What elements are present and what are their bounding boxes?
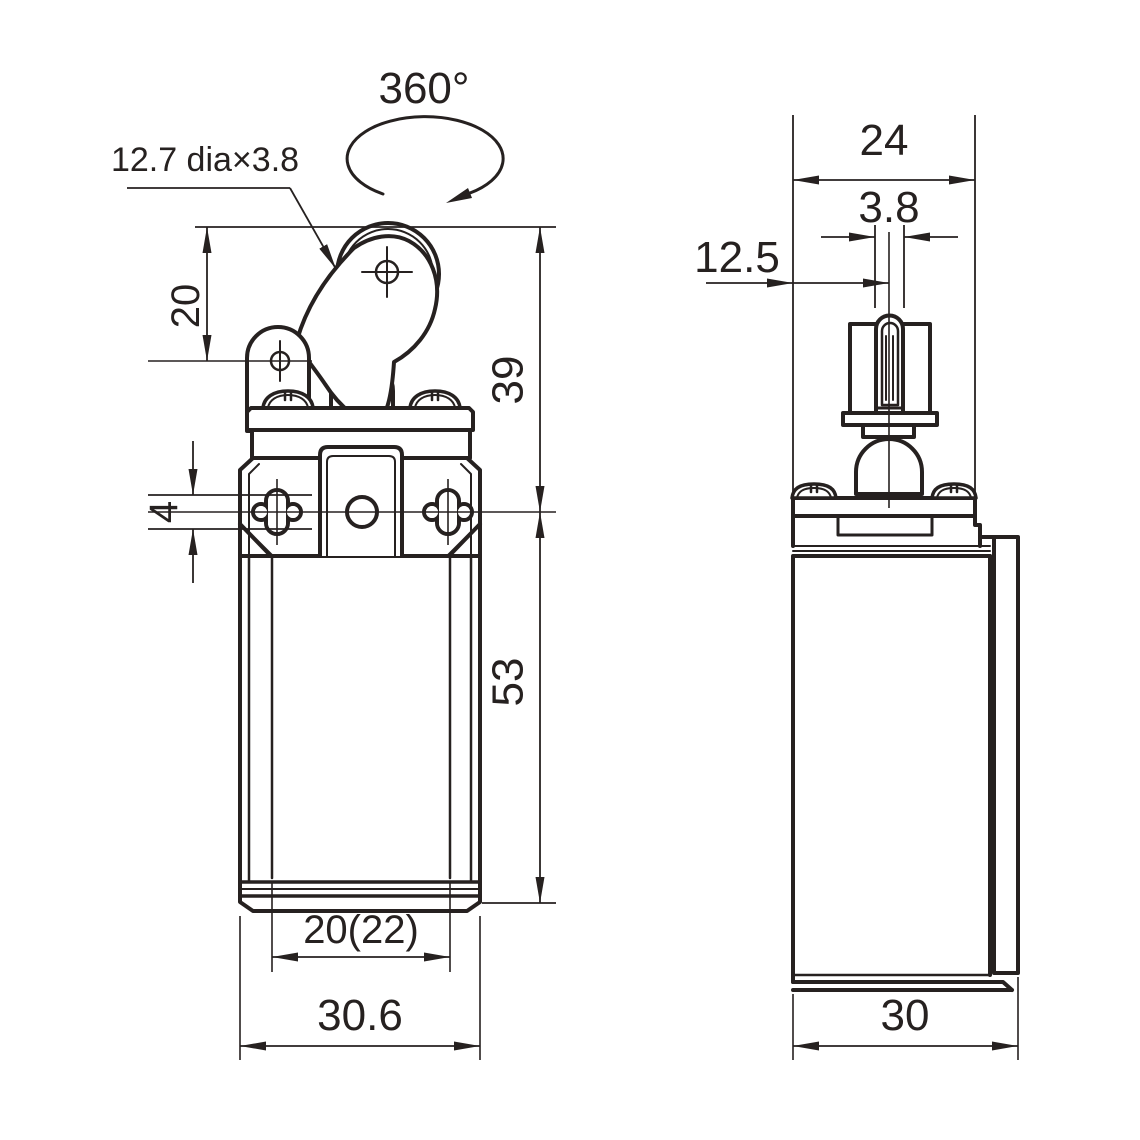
switch-body-side bbox=[791, 535, 1020, 992]
roller-head-side bbox=[790, 313, 991, 552]
body-outline-front bbox=[238, 554, 482, 913]
dim-body-depth: 30 bbox=[881, 991, 930, 1040]
front-view: 360° 12.7 dia×3.8 20 39 53 4 bbox=[111, 64, 556, 1060]
side-dimensions: 24 3.8 12.5 30 bbox=[694, 115, 1019, 1060]
side-view: 24 3.8 12.5 30 bbox=[694, 115, 1020, 1060]
dim-roller-offset: 12.5 bbox=[694, 233, 780, 282]
dim-lever-height: 20 bbox=[164, 284, 208, 329]
back-cover-side bbox=[978, 535, 1020, 975]
head-neck-side bbox=[791, 514, 982, 548]
dim-roller-thickness: 3.8 bbox=[858, 183, 919, 232]
dim-body-height: 53 bbox=[484, 658, 533, 707]
rotation-arc bbox=[345, 115, 505, 196]
dim-roller-note: 12.7 dia×3.8 bbox=[111, 141, 299, 179]
dim-head-height: 39 bbox=[484, 356, 533, 405]
head-cap bbox=[245, 406, 475, 432]
roller-lever-head bbox=[245, 221, 475, 460]
dim-slot-width: 4 bbox=[142, 501, 186, 523]
dim-rotation: 360° bbox=[378, 64, 469, 113]
rotation-arrowhead bbox=[446, 188, 472, 203]
head-screw-side-left bbox=[790, 482, 838, 500]
body-outline-side bbox=[791, 554, 992, 984]
head-screw-side-right bbox=[930, 482, 978, 500]
switch-body-front bbox=[238, 445, 482, 913]
head-screw-left bbox=[261, 389, 315, 410]
head-cap-side bbox=[791, 496, 977, 518]
head-screw-right bbox=[408, 389, 462, 410]
dim-head-width: 24 bbox=[860, 116, 909, 165]
front-dimensions: 360° 12.7 dia×3.8 20 39 53 4 bbox=[111, 64, 556, 1060]
roller-center-mark bbox=[361, 246, 413, 298]
lever-arm bbox=[295, 234, 440, 427]
dim-overall-width: 30.6 bbox=[317, 991, 403, 1040]
dim-mount-spacing: 20(22) bbox=[303, 908, 419, 952]
